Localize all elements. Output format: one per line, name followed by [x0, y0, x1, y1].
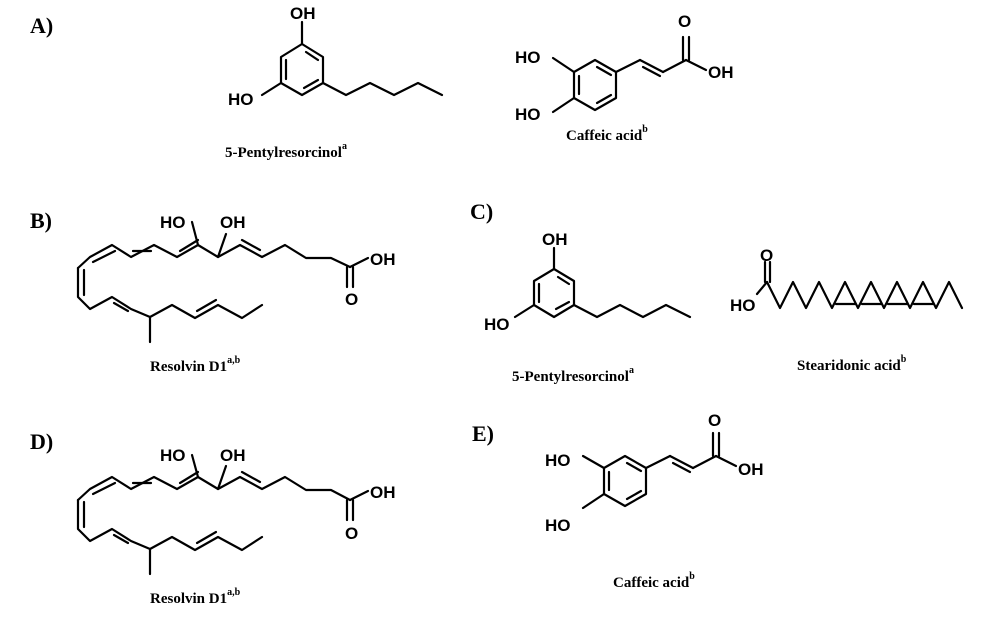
hydroxyl-label: OH — [220, 213, 246, 232]
hydroxyl-label: HO — [160, 213, 186, 232]
panel-label-a: A) — [30, 13, 53, 38]
carbonyl-oxygen-label: O — [678, 12, 691, 31]
compound-name-caffeic-acid: Caffeic acidb — [613, 571, 695, 591]
caffeic-acid-structure-a — [551, 35, 708, 114]
compound-name-caffeic-acid: Caffeic acidb — [566, 124, 648, 144]
panel-label-d: D) — [30, 429, 53, 454]
panel-label-c: C) — [470, 199, 493, 224]
caffeic-acid-structure-e — [581, 431, 738, 510]
pentylresorcinol-structure-c — [513, 246, 692, 319]
hydroxyl-label: HO — [545, 516, 571, 535]
panel-label-b: B) — [30, 208, 52, 233]
pentylresorcinol-structure-a — [260, 20, 444, 97]
compound-name-resolvin-d1: Resolvin D1a,b — [150, 355, 241, 375]
carbonyl-oxygen-label: O — [345, 524, 358, 543]
hydroxyl-label: HO — [228, 90, 254, 109]
hydroxyl-label: OH — [220, 446, 246, 465]
hydroxyl-label: OH — [370, 483, 396, 502]
hydroxyl-label: OH — [370, 250, 396, 269]
compound-name-pentylresorcinol: 5-Pentylresorcinola — [225, 141, 347, 161]
hydroxyl-label: HO — [730, 296, 756, 315]
hydroxyl-label: OH — [738, 460, 764, 479]
stearidonic-acid-structure — [755, 260, 964, 310]
hydroxyl-label: OH — [708, 63, 734, 82]
hydroxyl-label: OH — [290, 4, 316, 23]
compound-name-resolvin-d1: Resolvin D1a,b — [150, 587, 241, 607]
carbonyl-oxygen-label: O — [345, 290, 358, 309]
compound-name-pentylresorcinol: 5-Pentylresorcinola — [512, 365, 634, 385]
hydroxyl-label: HO — [545, 451, 571, 470]
resolvin-d1-structure-d — [76, 453, 370, 576]
hydroxyl-label: HO — [515, 48, 541, 67]
carbonyl-oxygen-label: O — [708, 411, 721, 430]
carbonyl-oxygen-label: O — [760, 246, 773, 265]
resolvin-d1-structure-b — [76, 220, 370, 344]
hydroxyl-label: OH — [542, 230, 568, 249]
panel-label-e: E) — [472, 421, 494, 446]
hydroxyl-label: HO — [160, 446, 186, 465]
compound-name-stearidonic-acid: Stearidonic acidb — [797, 354, 907, 374]
hydroxyl-label: HO — [484, 315, 510, 334]
hydroxyl-label: HO — [515, 105, 541, 124]
